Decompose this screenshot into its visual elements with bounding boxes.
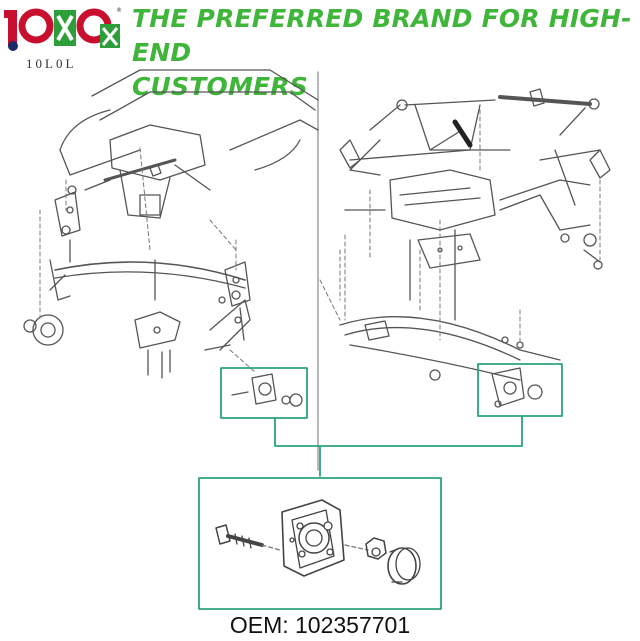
left-suspension-assembly — [23, 69, 319, 379]
hub-assembly-detail — [198, 477, 442, 610]
wheel-hub-icon — [281, 499, 345, 577]
callout-connector — [274, 415, 523, 477]
brand-headline: THE PREFERRED BRAND FOR HIGH-END CUSTOME… — [132, 2, 637, 104]
headline-line-1: THE PREFERRED BRAND FOR HIGH-END — [132, 4, 632, 67]
logo-wordmark: 10L0L — [26, 56, 77, 71]
right-hub-detail-box — [477, 363, 563, 417]
stud-bolt-icon — [215, 524, 264, 549]
left-hub-detail-box — [220, 367, 308, 419]
oem-number: OEM: 102357701 — [229, 612, 411, 638]
brand-logo: ® 10L0L — [4, 4, 122, 71]
svg-text:®: ® — [116, 7, 122, 14]
right-suspension-assembly — [319, 88, 611, 381]
headline-line-2: CUSTOMERS — [132, 72, 308, 101]
dust-cap-icon — [387, 547, 421, 585]
logo-mark-icon: ® — [4, 7, 122, 51]
left-hub-icon — [23, 314, 64, 346]
suspension-diagram — [23, 69, 611, 610]
nut-icon — [365, 537, 387, 560]
